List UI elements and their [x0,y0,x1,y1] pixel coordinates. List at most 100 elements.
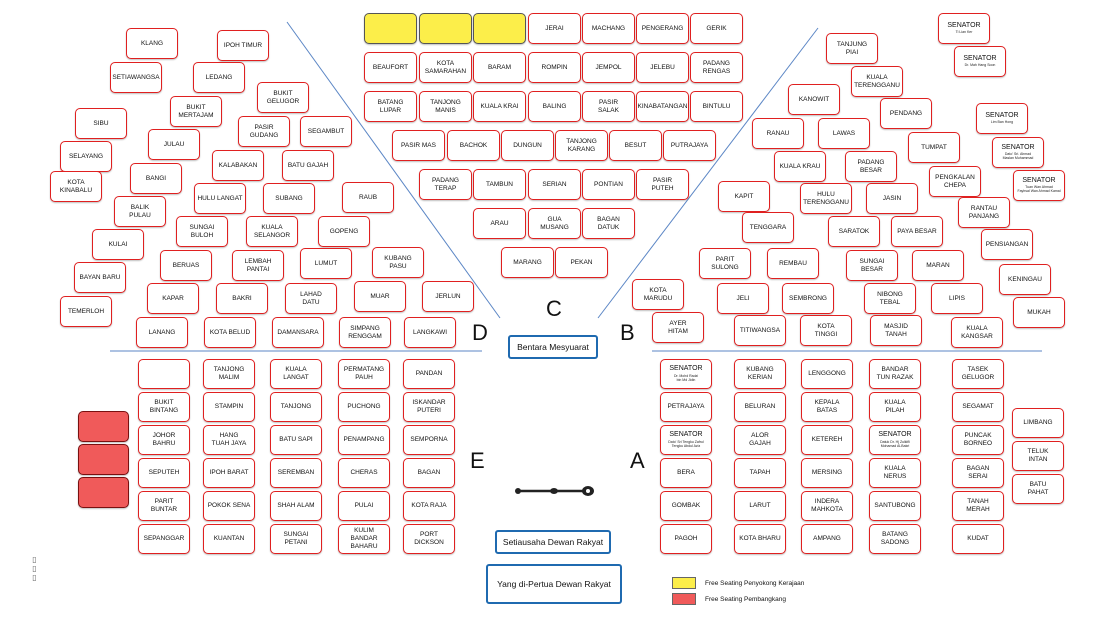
seat-label: GOMBAK [671,502,701,510]
seat-label: PASIR SALAK [598,98,619,114]
seat-raub: RAUB [342,182,394,213]
seat-pandan: PANDAN [403,359,455,389]
seat-kinabatangan: KINABATANGAN [636,91,689,122]
seat-padang-terap: PADANG TERAP [419,169,472,200]
seat-label: POKOK SENA [207,502,251,510]
seat-label: TANJONG [280,403,312,411]
section-label-b: B [620,320,635,345]
seat-gopeng: GOPENG [318,216,370,247]
seat-label: SUNGAI PETANI [283,531,309,546]
seat-label: KUALA PILAH [884,399,906,414]
seat-kulim-bandar-baharu: KULIM BANDAR BAHARU [338,524,390,554]
seat-bera: BERA [660,458,712,488]
seat-beaufort: BEAUFORT [364,52,417,83]
seat-bakri: BAKRI [216,283,268,314]
bentara-mesyuarat-box: Bentara Mesyuarat [508,335,598,359]
seat-label: KANOWIT [798,95,830,103]
seat-label: LANGKAWI [412,328,448,336]
seat-label: PENAMPANG [343,436,385,444]
seat-kota-kinabalu: KOTA KINABALU [50,171,102,202]
seat-label: MASJID TANAH [884,322,908,338]
section-label-d: D [472,320,488,345]
seat-ipoh-barat: IPOH BARAT [203,458,255,488]
seat-batang-sadong: BATANG SADONG [869,524,921,554]
seat-label: BEAUFORT [372,63,409,71]
seat-paya-besar: PAYA BESAR [891,216,943,247]
seat-label: SANTUBONG [874,502,916,510]
seat-beluran: BELURAN [734,392,786,422]
seat-ipoh-timur: IPOH TIMUR [217,30,269,61]
seat-label: PASIR GUDANG [249,123,279,139]
seat-ampang: AMPANG [801,524,853,554]
senator-name: Dato' Sri Tengku Zafrul Tengku Abdul Azi… [668,439,704,448]
seat-label: KOTA SAMARAHAN [424,59,467,75]
speaker-box: Yang di-Pertua Dewan Rakyat [486,564,622,604]
seat-serian: SERIAN [528,169,581,200]
seat-kota-bharu: KOTA BHARU [734,524,786,554]
seat-rembau: REMBAU [767,248,819,279]
seat-hulu-langat: HULU LANGAT [194,183,246,214]
senator-name: Dr. Mohd Radzi bin Md Jidin [673,373,699,382]
seat-label: SENATOR [963,54,997,62]
seat-label: PETRAJAYA [667,403,705,411]
seat-label: BAYAN BARU [79,273,121,281]
seat-hulu-terengganu: HULU TERENGGANU [800,183,852,214]
seat-label: KOTA KINABALU [59,178,93,194]
seat-bachok: BACHOK [447,130,500,161]
seat-label: AMPANG [813,535,841,543]
seat-label: SEGAMBUT [307,127,345,135]
seat-label: BANDAR TUN RAZAK [876,366,914,381]
seat-label: SUNGAI BULOH [189,223,215,239]
seat-label: SENATOR [669,365,703,373]
seat-label: BESUT [624,141,647,149]
seat-label: KINABATANGAN [637,102,688,110]
seat-tambun: TAMBUN [473,169,526,200]
seat-label: HANG TUAH JAYA [211,432,247,447]
seat-bagan: BAGAN [403,458,455,488]
seat-label: TANAH MERAH [966,498,990,513]
seat-label: TELUK INTAN [1027,448,1049,463]
seat-label: TAMBUN [486,180,513,188]
seat-larut: LARUT [734,491,786,521]
seat-label: PASIR MAS [401,141,436,149]
seat-label: JASIN [882,194,902,202]
seat-parit-sulong: PARIT SULONG [699,248,751,279]
seat-keningau: KENINGAU [999,264,1051,295]
seat-label: CHERAS [350,469,378,477]
free-seating-opposition-1 [78,411,129,442]
seat-label: LANANG [148,328,176,336]
seat-teluk-intan: TELUK INTAN [1012,441,1064,471]
seat-label: PASIR PUTEH [651,176,674,192]
seat-label: TUMPAT [921,143,947,151]
seat-label: SEMPORNA [410,436,448,444]
seat-kuala-krau: KUALA KRAU [774,151,826,182]
seat-kuala-krai: KUALA KRAI [473,91,526,122]
seat-label: SEGAMAT [962,403,994,411]
seat-label: AYER HITAM [668,319,688,335]
seat-kota-belud: KOTA BELUD [204,317,256,348]
legend-label-government: Free Seating Penyokong Kerajaan [705,579,805,587]
seat-petrajaya: PETRAJAYA [660,392,712,422]
seat-label: BALING [542,102,567,110]
seat-pagoh: PAGOH [660,524,712,554]
seat-sepanggar: SEPANGGAR [138,524,190,554]
legend-label-opposition: Free Seating Pembangkang [705,595,786,603]
seat-maran: MARAN [912,250,964,281]
seat-label: BUKIT GELUGOR [266,89,300,105]
seat-padang-besar: PADANG BESAR [845,151,897,182]
seat-klang: KLANG [126,28,178,59]
senator-name: Tuan Wan Ahmad Fayhsal Wan Ahmad Kamal [1017,185,1061,194]
seat-titiwangsa: TITIWANGSA [734,315,786,346]
seat-label: BINTULU [702,102,731,110]
seat-label: LAWAS [832,129,856,137]
seat-label: PARIT BUNTAR [150,498,178,513]
seat-label: KOTA TINGGI [814,322,838,338]
seat-label: PUTRAJAYA [670,141,709,149]
seat-label: TANJUNG PIAI [836,40,868,56]
seat-mersing: MERSING [801,458,853,488]
